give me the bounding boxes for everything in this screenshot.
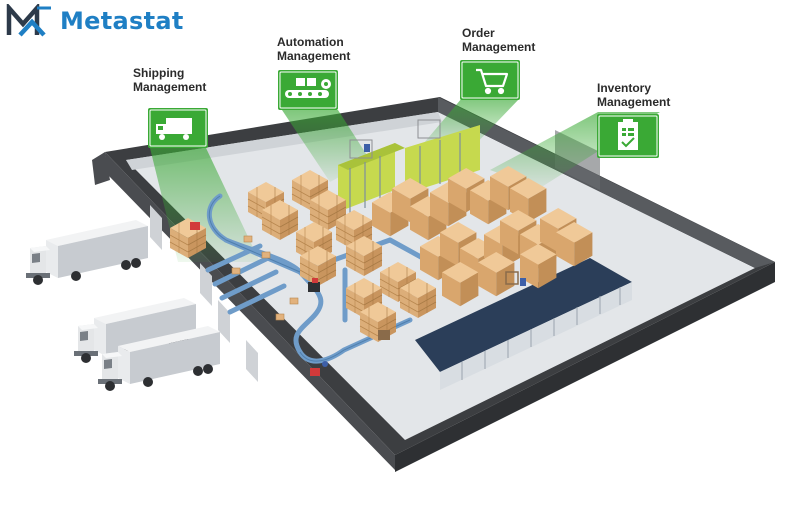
label-order-line2: Management xyxy=(462,40,536,54)
label-automation-line1: Automation xyxy=(277,35,344,49)
module-shipping xyxy=(148,108,208,148)
label-automation-line2: Management xyxy=(277,49,351,63)
module-order xyxy=(460,60,520,100)
label-inventory: Inventory Management xyxy=(597,81,670,109)
label-shipping: Shipping Management xyxy=(133,66,206,94)
metastat-logo: Metastat xyxy=(6,4,184,38)
conveyor-icon xyxy=(285,78,331,98)
label-order-line1: Order xyxy=(462,26,495,40)
logo-text: Metastat xyxy=(60,7,184,35)
label-shipping-line2: Management xyxy=(133,80,207,94)
metastat-m-icon xyxy=(6,4,51,37)
label-automation: Automation Management xyxy=(277,35,350,63)
shopping-cart-icon xyxy=(476,68,509,95)
label-inventory-line2: Management xyxy=(597,95,671,109)
label-shipping-line1: Shipping xyxy=(133,66,185,80)
module-automation xyxy=(278,70,338,110)
label-inventory-line1: Inventory xyxy=(597,81,652,95)
clipboard-check-icon xyxy=(618,119,638,150)
truck-icon xyxy=(156,118,192,140)
module-inventory xyxy=(597,114,659,158)
label-order: Order Management xyxy=(462,26,535,54)
